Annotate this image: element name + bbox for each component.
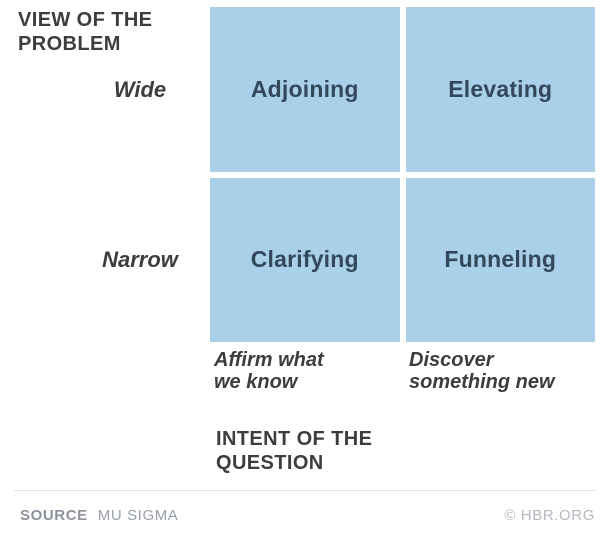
- footer-divider: [14, 490, 596, 491]
- source-label: SOURCE: [20, 507, 88, 524]
- y-axis-title: VIEW OF THE PROBLEM: [18, 9, 153, 55]
- quadrant-funneling: Funneling: [405, 177, 595, 342]
- source-attribution: SOURCE MU SIGMA: [20, 507, 178, 524]
- quadrant-clarifying: Clarifying: [210, 177, 400, 342]
- quadrant-grid: Adjoining Elevating Clarifying Funneling: [210, 7, 595, 342]
- row-label-narrow: Narrow: [102, 247, 178, 272]
- row-label-wide: Wide: [113, 77, 167, 102]
- quadrant-elevating: Elevating: [405, 7, 595, 172]
- source-value: MU SIGMA: [97, 507, 179, 524]
- credit-hbr-org: © HBR.ORG: [504, 507, 595, 524]
- column-label-affirm: Affirm what we know: [214, 349, 324, 393]
- column-label-discover: Discover something new: [409, 349, 555, 393]
- x-axis-title: INTENT OF THE QUESTION: [216, 428, 373, 474]
- quadrant-adjoining: Adjoining: [210, 7, 400, 172]
